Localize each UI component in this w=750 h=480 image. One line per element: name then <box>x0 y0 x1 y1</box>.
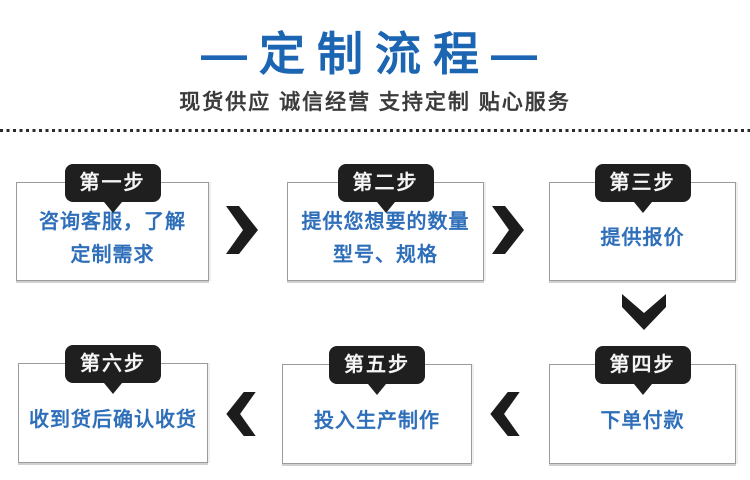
page-subtitle: 现货供应 诚信经营 支持定制 贴心服务 <box>179 91 571 114</box>
step-box-1: 第一步 咨询客服，了解 定制需求 <box>16 164 209 281</box>
step-description-4: 下单付款 <box>550 379 735 463</box>
step-box-4: 第四步 下单付款 <box>549 346 736 464</box>
chevron-left-icon <box>490 392 520 436</box>
step-tag-4: 第四步 <box>594 346 691 384</box>
step-description-6: 收到货后确认收货 <box>19 378 207 462</box>
step-description-5: 投入生产制作 <box>283 379 471 463</box>
step-line: 定制需求 <box>70 243 155 266</box>
chevron-left-icon <box>226 392 256 436</box>
step-box-2: 第二步 提供您想要的数量 型号、规格 <box>287 164 484 281</box>
page-title: —定制流程— <box>201 28 549 80</box>
step-description-1: 咨询客服，了解 定制需求 <box>17 197 208 280</box>
chevron-down-icon <box>622 294 666 330</box>
step-line: 型号、规格 <box>333 243 438 266</box>
step-line: 收到货后确认收货 <box>29 408 197 431</box>
step-box-5: 第五步 投入生产制作 <box>282 346 472 464</box>
chevron-right-icon <box>492 206 524 254</box>
step-line: 提供您想要的数量 <box>301 210 470 233</box>
step-description-3: 提供报价 <box>550 197 735 280</box>
step-box-3: 第三步 提供报价 <box>549 164 736 281</box>
chevron-right-icon <box>226 206 258 254</box>
dotted-divider <box>0 129 750 132</box>
step-description-2: 提供您想要的数量 型号、规格 <box>288 197 483 280</box>
step-line: 投入生产制作 <box>314 409 440 432</box>
step-line: 提供报价 <box>600 227 685 249</box>
step-box-6: 第六步 收到货后确认收货 <box>18 345 208 463</box>
step-tag-5: 第五步 <box>329 346 425 384</box>
step-tag-3: 第三步 <box>594 164 691 202</box>
step-tag-2: 第二步 <box>337 164 434 202</box>
step-line: 咨询客服，了解 <box>39 210 186 233</box>
step-tag-1: 第一步 <box>64 164 161 202</box>
step-tag-6: 第六步 <box>65 345 161 383</box>
step-line: 下单付款 <box>600 409 685 432</box>
